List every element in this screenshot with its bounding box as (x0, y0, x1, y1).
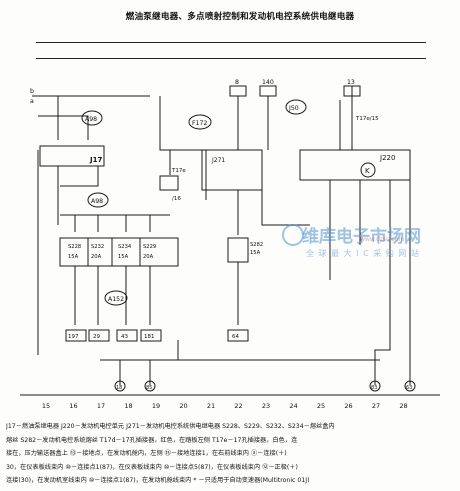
fuse-s228: S228 (68, 244, 81, 250)
label-k: K (365, 167, 370, 175)
ground-83: 83 (371, 385, 377, 391)
label-j17: J17 (89, 156, 102, 164)
terminal-197: 197 (68, 334, 79, 340)
fuse-s232-rating: 20A (91, 254, 102, 260)
column-number: 27 (372, 402, 380, 410)
watermark: 维库电子市场网 www.dzsc.com 全 球 最 大 I C 采 购 网 站 (282, 222, 421, 268)
callout-a98-2: A98 (91, 198, 103, 205)
terminal-13: 13 (347, 79, 355, 86)
column-number: 23 (262, 402, 270, 410)
column-number: 25 (317, 402, 325, 410)
watermark-logo-icon (282, 224, 304, 246)
terminal-29: 29 (93, 334, 100, 340)
column-number: 17 (97, 402, 105, 410)
terminal-140: 140 (262, 79, 274, 86)
column-number: 20 (179, 402, 187, 410)
ground-18: 18 (116, 385, 122, 391)
column-number: 28 (399, 402, 407, 410)
callout-a152: A152 (108, 296, 124, 303)
legend-line: 熔丝 S282－发动机电控系统熔丝 T17d－17孔插接器，红色，在踏板左侧 T… (6, 436, 298, 444)
fuse-s282: S282 (250, 242, 263, 248)
label-t17e-pin: /16 (172, 196, 181, 202)
header-rule-1 (36, 42, 426, 43)
svg-text:b: b (30, 88, 34, 95)
fuse-s234: S234 (118, 244, 132, 250)
column-number: 26 (344, 402, 352, 410)
column-number: 19 (152, 402, 160, 410)
column-number: 24 (289, 402, 297, 410)
fuse-s234-rating: 15A (118, 254, 129, 260)
terminal-43: 43 (121, 334, 128, 340)
callout-j50: J50 (288, 105, 299, 112)
terminal-181: 181 (144, 334, 155, 340)
callout-a98: A98 (85, 116, 97, 123)
wiring-diagram: ab A98 F172 A98 A152 J50 J17 J271 J220 K… (20, 79, 440, 410)
label-j271: J271 (211, 157, 225, 164)
terminal-8: 8 (235, 79, 239, 86)
watermark-en: 全 球 最 大 I C 采 购 网 站 (306, 249, 420, 258)
label-j220: J220 (379, 154, 395, 162)
fuse-s282-rating: 15A (250, 250, 261, 256)
fuse-s229-rating: 20A (143, 254, 154, 260)
legend-line: 30，在仪表板线束内 ⑩－连接点1(87)，在仪表板线束内 ⑩－连接点5(87)… (6, 463, 298, 471)
watermark-cn: 维库电子市场网 (302, 227, 421, 247)
legend-line: 接在，压力输送器盒上 ⑬－接地点，在发动机舱内，左侧 ⑮－接地连接1，在右前线束… (6, 450, 287, 458)
callout-f172: F172 (192, 120, 207, 127)
legend-line: J17－燃油泵继电器 J220－发动机电控单元 J271－发动机电控系统供电继电… (6, 423, 335, 430)
ground-63: 63 (406, 385, 412, 391)
page-title: 燃油泵继电器、多点喷射控制和发动机电控系统供电继电器 (125, 12, 355, 22)
header-rule-2 (36, 58, 426, 59)
label-t17e: T17e (171, 168, 186, 174)
column-number: 15 (42, 402, 50, 410)
label-t17e15: T17e/15 (355, 116, 379, 122)
ground-85: 85 (146, 385, 152, 391)
column-number: 16 (69, 402, 77, 410)
column-number: 18 (124, 402, 132, 410)
column-numbers: 15 16 17 18 19 20 21 22 23 24 25 26 27 28 (42, 402, 408, 410)
fuse-s228-rating: 15A (68, 254, 79, 260)
fuse-s232: S232 (91, 244, 104, 250)
svg-text:a: a (30, 98, 34, 105)
column-number: 22 (234, 402, 242, 410)
fuse-s229: S229 (143, 244, 156, 250)
column-number: 21 (207, 402, 215, 410)
legend-text: J17－燃油泵继电器 J220－发动机电控单元 J271－发动机电控系统供电继电… (6, 420, 456, 488)
watermark-site: www.dzsc.com (360, 236, 405, 243)
terminal-64: 64 (232, 334, 239, 340)
legend-line: 连接(30)，在发动机室线束内 ⑩－连接点1(87)，在发动机舱线束内 * －只… (6, 477, 310, 485)
